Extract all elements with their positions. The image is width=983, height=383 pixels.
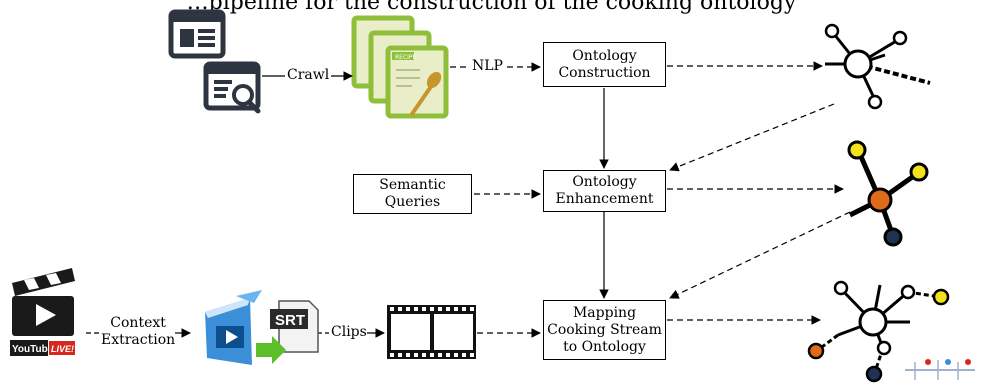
page-header: …pipeline for the construction of the co… [186, 0, 797, 15]
recipe-cards-icon: RECIPE [351, 15, 449, 119]
clips-label: Clips [331, 324, 367, 341]
ontology-graph-enhanced [847, 140, 929, 247]
semantic-queries-line1: Semantic [379, 177, 446, 193]
ontology-enhancement-box: Ontology Enhancement [543, 170, 666, 212]
ontology-graph-mapped [807, 280, 950, 383]
nlp-label: NLP [472, 58, 503, 75]
web-search-icon [203, 61, 261, 114]
film-strip-icon [387, 305, 476, 359]
srt-file-icon: SRT [256, 300, 319, 364]
crawl-label: Crawl [287, 67, 330, 84]
ontology-graph-initial [824, 23, 931, 110]
context-extraction-label: Context Extraction [101, 315, 176, 349]
web-page-icon [168, 9, 226, 59]
mapping-line3: to Ontology [563, 338, 646, 355]
mapping-box: Mapping Cooking Stream to Ontology [543, 300, 666, 360]
video-file-icon [205, 290, 262, 365]
recipe-card-label: RECIPE [395, 54, 417, 61]
srt-label: SRT [275, 312, 305, 329]
ontology-feedback-arrow-top [669, 103, 835, 172]
ontology-enhancement-line1: Ontology [572, 174, 637, 190]
mapping-line1: Mapping [572, 304, 637, 321]
clapperboard-icon [12, 268, 75, 336]
context-extraction-line2: Extraction [101, 332, 176, 348]
ontology-feedback-arrow-bottom [669, 211, 851, 299]
ontology-construction-box: Ontology Construction [543, 42, 666, 87]
youtube-live-logo: YouTube LIVE! [10, 340, 75, 356]
youtube-brand-text: YouTube [12, 344, 54, 355]
semantic-queries-line2: Queries [384, 194, 441, 210]
mapping-line2: Cooking Stream [547, 321, 662, 338]
ontology-construction-line1: Ontology [572, 47, 637, 64]
timeline-icon [905, 359, 975, 380]
ontology-enhancement-line2: Enhancement [555, 191, 654, 207]
youtube-live-text: LIVE! [51, 344, 74, 354]
ontology-construction-line2: Construction [558, 64, 651, 81]
semantic-queries-box: Semantic Queries [353, 174, 472, 214]
context-extraction-line1: Context [110, 315, 166, 331]
